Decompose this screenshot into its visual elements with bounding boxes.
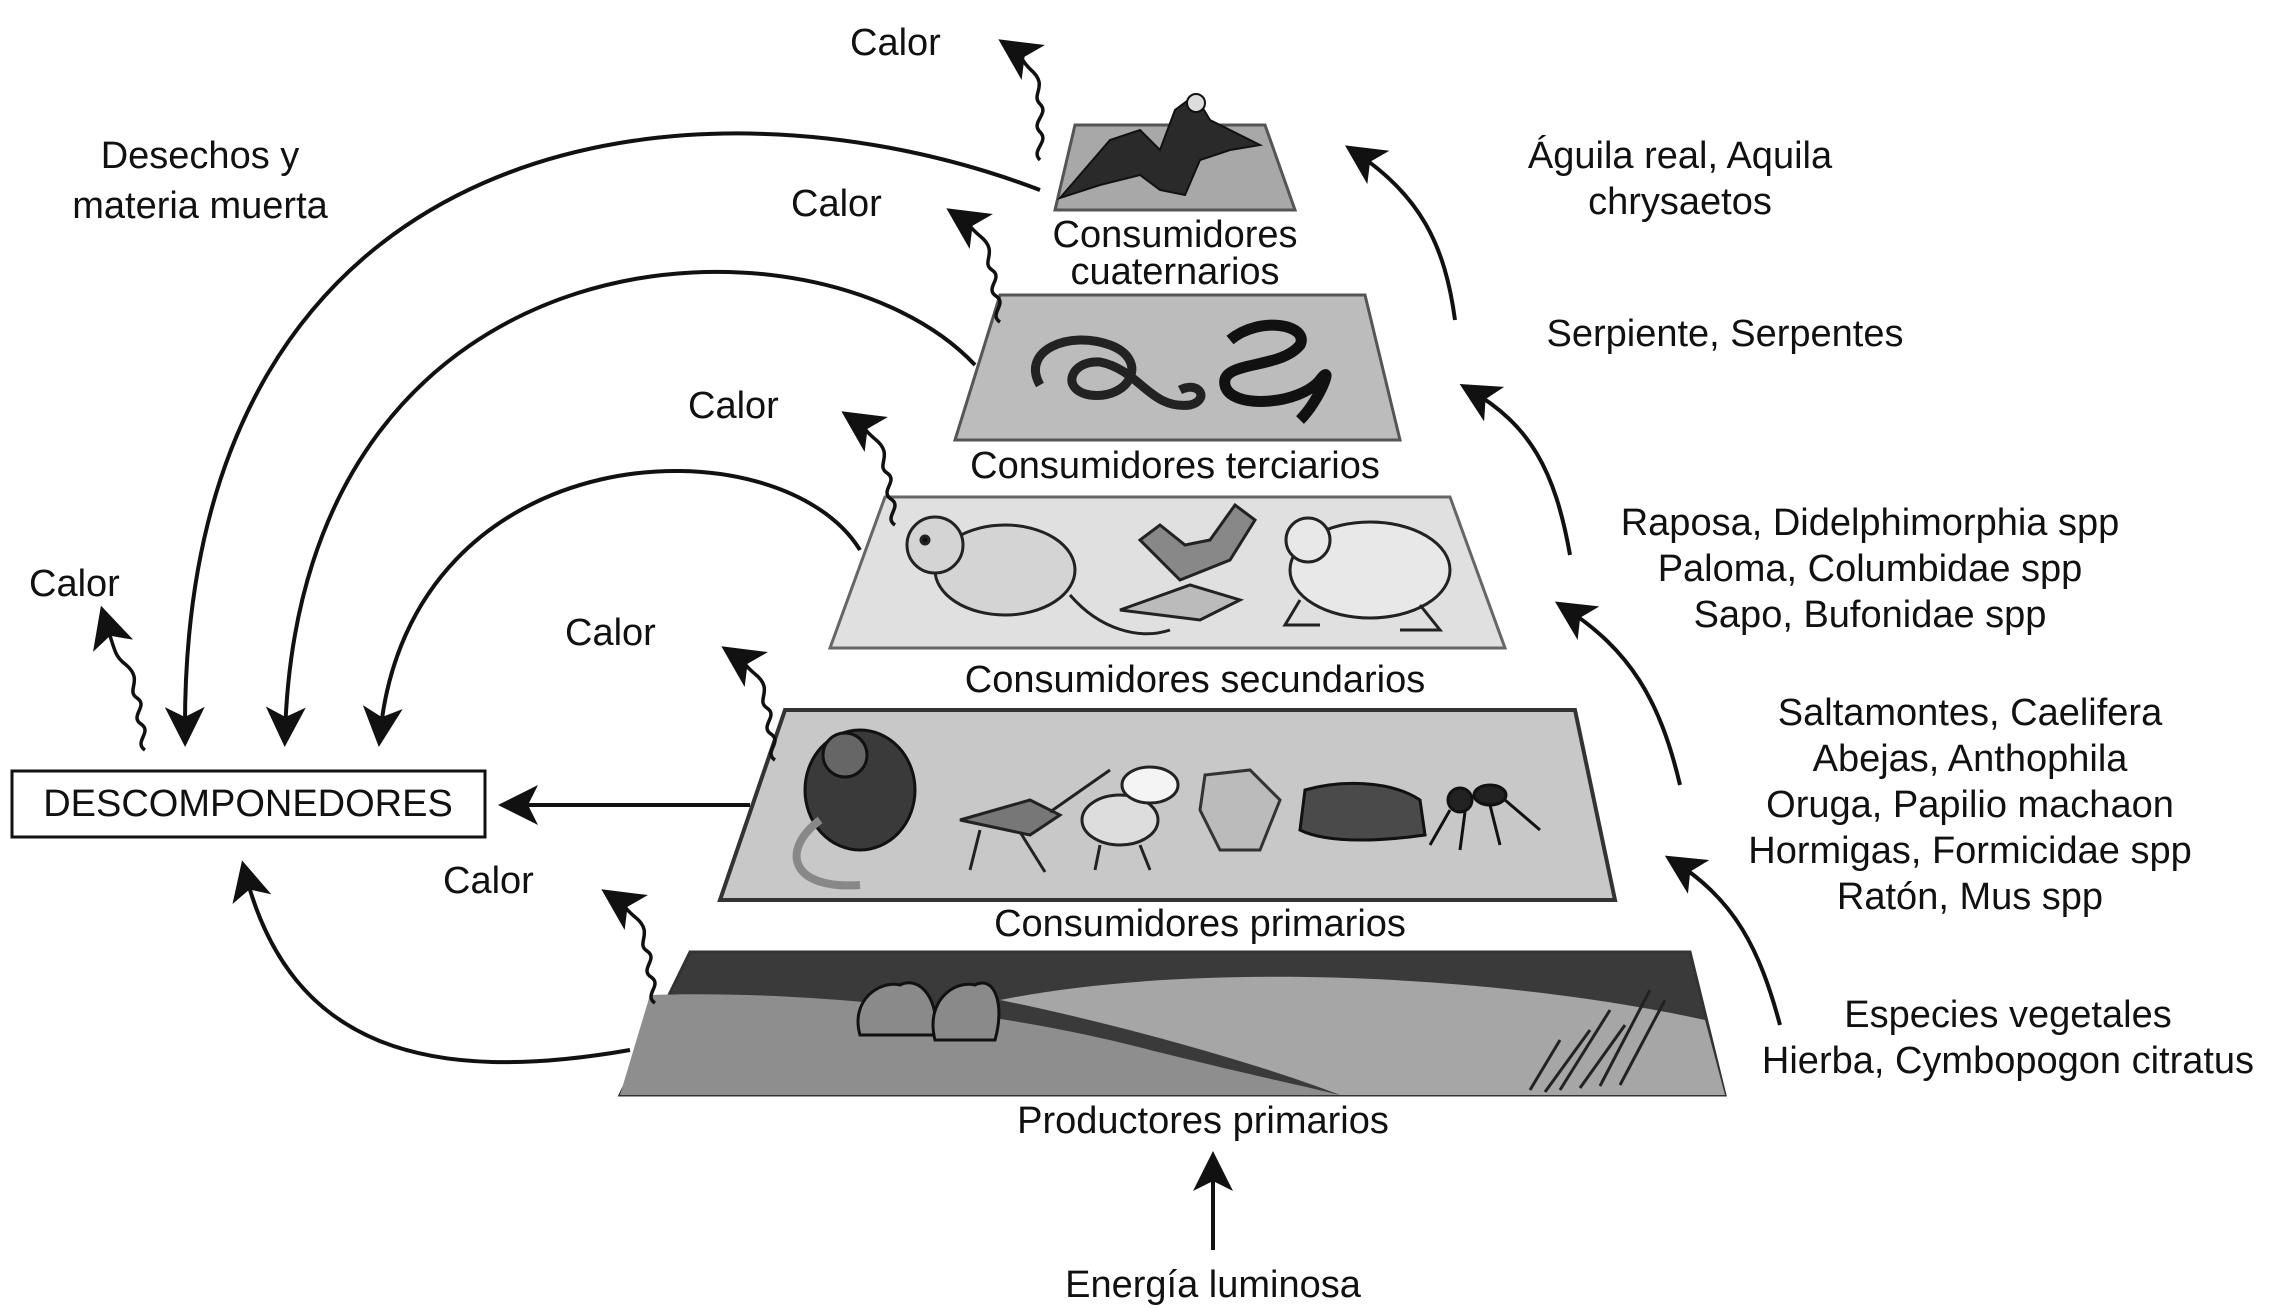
species-producers: Especies vegetales Hierba, Cymbopogon ci… [1762, 994, 2254, 1082]
decomposers-label: DESCOMPONEDORES [43, 783, 453, 825]
arrow-producers-to-primary [1664, 855, 1782, 1026]
arrow-tertiary-to-decomposers [265, 269, 977, 747]
species-item: Águila real, Aquila [1528, 134, 1833, 177]
tier-tertiary [952, 293, 1402, 442]
tier-quaternary [1053, 93, 1298, 212]
arrow-tertiary-to-quaternary [1344, 145, 1457, 321]
species-item: chrysaetos [1588, 181, 1772, 223]
heat-arrow-producers [601, 889, 657, 1005]
heat-label-quaternary: Calor [850, 22, 941, 64]
heat-arrow-decomposers [93, 605, 147, 752]
species-tertiary: Serpiente, Serpentes [1546, 313, 1903, 355]
species-item: Paloma, Columbidae spp [1658, 548, 2083, 590]
species-item: Oruga, Papilio machaon [1766, 784, 2174, 826]
waste-label-line1: Desechos y [101, 135, 300, 177]
moth-icon [1198, 768, 1282, 852]
heat-arrow-tertiary [946, 208, 1002, 324]
species-quaternary: Águila real, Aquila chrysaetos [1528, 134, 1833, 223]
species-item: Especies vegetales [1844, 994, 2171, 1036]
heat-label-secondary: Calor [688, 385, 779, 427]
arrow-primary-to-secondary [1554, 601, 1682, 786]
species-item: Sapo, Bufonidae spp [1694, 594, 2047, 636]
mouse-icon [792, 728, 917, 890]
tier-primary [717, 708, 1618, 902]
arrow-secondary-to-decomposers [362, 468, 862, 747]
level-label-quaternary-line2: cuaternarios [1070, 251, 1279, 293]
waste-arrows [164, 131, 1041, 1065]
heat-arrows [93, 39, 1045, 1005]
species-item: Serpiente, Serpentes [1546, 313, 1903, 355]
heat-label-decomposers: Calor [29, 563, 120, 605]
heat-label-primary: Calor [565, 612, 656, 654]
heat-label-producers: Calor [443, 860, 534, 902]
species-secondary: Raposa, Didelphimorphia spp Paloma, Colu… [1621, 502, 2120, 636]
species-primary: Saltamontes, Caelifera Abejas, Anthophil… [1748, 692, 2191, 918]
level-label-secondary: Consumidores secundarios [965, 659, 1425, 701]
species-item: Saltamontes, Caelifera [1778, 692, 2163, 734]
energy-flow-arrows [1344, 145, 1782, 1026]
bee-icon [1080, 765, 1180, 871]
caterpillar-icon [1298, 781, 1427, 842]
ant-icon [1428, 783, 1541, 851]
heat-label-tertiary: Calor [791, 183, 882, 225]
heat-arrow-primary [721, 646, 777, 762]
eagle-icon [1056, 93, 1264, 201]
tree-icon [856, 981, 1001, 1042]
heat-arrow-quaternary [998, 39, 1045, 162]
tier-producers [617, 950, 1727, 1097]
arrow-producers-to-decomposers [232, 860, 631, 1065]
species-item: Hierba, Cymbopogon citratus [1762, 1040, 2254, 1082]
arrow-secondary-to-tertiary [1459, 383, 1572, 556]
light-energy-label: Energía luminosa [1065, 1264, 1362, 1306]
landscape-icon [620, 994, 1340, 1095]
arrow-quaternary-to-decomposers [164, 131, 1041, 747]
species-item: Abejas, Anthophila [1813, 738, 2129, 780]
level-label-quaternary: Consumidores [1053, 214, 1298, 256]
species-item: Ratón, Mus spp [1837, 876, 2103, 918]
level-label-primary: Consumidores primarios [994, 903, 1406, 945]
waste-label-line2: materia muerta [72, 185, 328, 227]
pigeon-icon [1119, 502, 1258, 622]
opossum-icon [905, 515, 1171, 636]
snake-icon [1030, 335, 1206, 410]
snake-icon [1219, 319, 1332, 424]
species-item: Raposa, Didelphimorphia spp [1621, 502, 2120, 544]
level-label-tertiary: Consumidores terciarios [970, 445, 1380, 487]
species-item: Hormigas, Formicidae spp [1748, 830, 2191, 872]
level-label-producers: Productores primarios [1017, 1100, 1389, 1142]
toad-icon [1282, 516, 1452, 632]
grass-icon [1528, 989, 1667, 1093]
heat-arrow-secondary [841, 411, 897, 527]
decomposers-box [10, 769, 487, 839]
grasshopper-icon [959, 768, 1111, 873]
tier-secondary [827, 495, 1508, 650]
